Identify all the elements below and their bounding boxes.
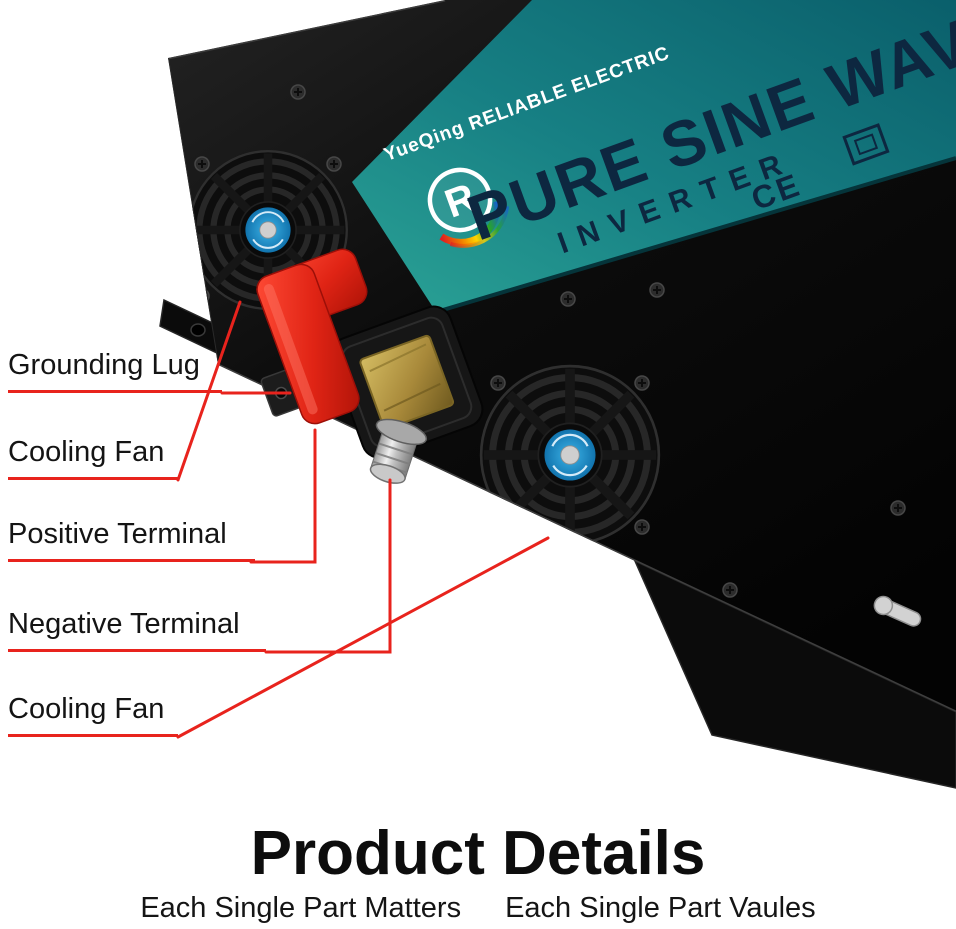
flange-screw-hole xyxy=(190,323,206,337)
terminal-brass-plate xyxy=(359,334,455,430)
positive-terminal-cover xyxy=(256,248,368,425)
callout-line-positive-terminal xyxy=(249,428,317,564)
screw-icon xyxy=(649,282,665,298)
cooling-fan-2 xyxy=(481,366,659,544)
screw-icon xyxy=(490,519,506,535)
cover-highlight xyxy=(263,284,318,415)
callout-label-negative-terminal: Negative Terminal xyxy=(8,607,266,652)
brand-logo: R xyxy=(427,167,509,248)
callout-line-cooling-fan-2 xyxy=(176,536,550,739)
stud-tip xyxy=(369,463,406,484)
inverter-body: YueQing RELIABLE ELECTRIC R PURE SINE WA… xyxy=(168,0,956,712)
screw-icon xyxy=(722,582,738,598)
panel-edge xyxy=(435,156,956,314)
logo-ring xyxy=(427,167,493,233)
callout-line-negative-terminal xyxy=(264,478,392,654)
double-square-icon xyxy=(842,123,890,166)
screw-icon xyxy=(290,84,306,100)
subtitle-right: Each Single Part Vaules xyxy=(505,892,816,924)
screw-icon xyxy=(634,519,650,535)
subtitle-left: Each Single Part Matters xyxy=(140,892,462,924)
callout-label-cooling-fan-1: Cooling Fan xyxy=(8,435,178,480)
screw-icon xyxy=(490,375,506,391)
logo-rainbow-arc xyxy=(439,201,501,246)
callout-label-positive-terminal: Positive Terminal xyxy=(8,517,255,562)
terminal-stud xyxy=(369,418,428,484)
screw-icon xyxy=(194,156,210,172)
screw-icon xyxy=(326,156,342,172)
screw-icon xyxy=(560,291,576,307)
logo-rainbow-arc-2 xyxy=(449,206,509,248)
stud-washer xyxy=(375,418,428,446)
screw-icon xyxy=(634,375,650,391)
section-title: Product Details xyxy=(250,819,706,888)
section-subtitle: Each Single Part Matters Each Single Part… xyxy=(0,892,956,925)
screw-icon xyxy=(890,500,906,516)
callout-label-cooling-fan-2: Cooling Fan xyxy=(8,692,178,737)
callout-label-grounding-lug: Grounding Lug xyxy=(8,348,222,393)
keyhole-slot xyxy=(873,595,922,627)
top-edge xyxy=(168,0,446,60)
